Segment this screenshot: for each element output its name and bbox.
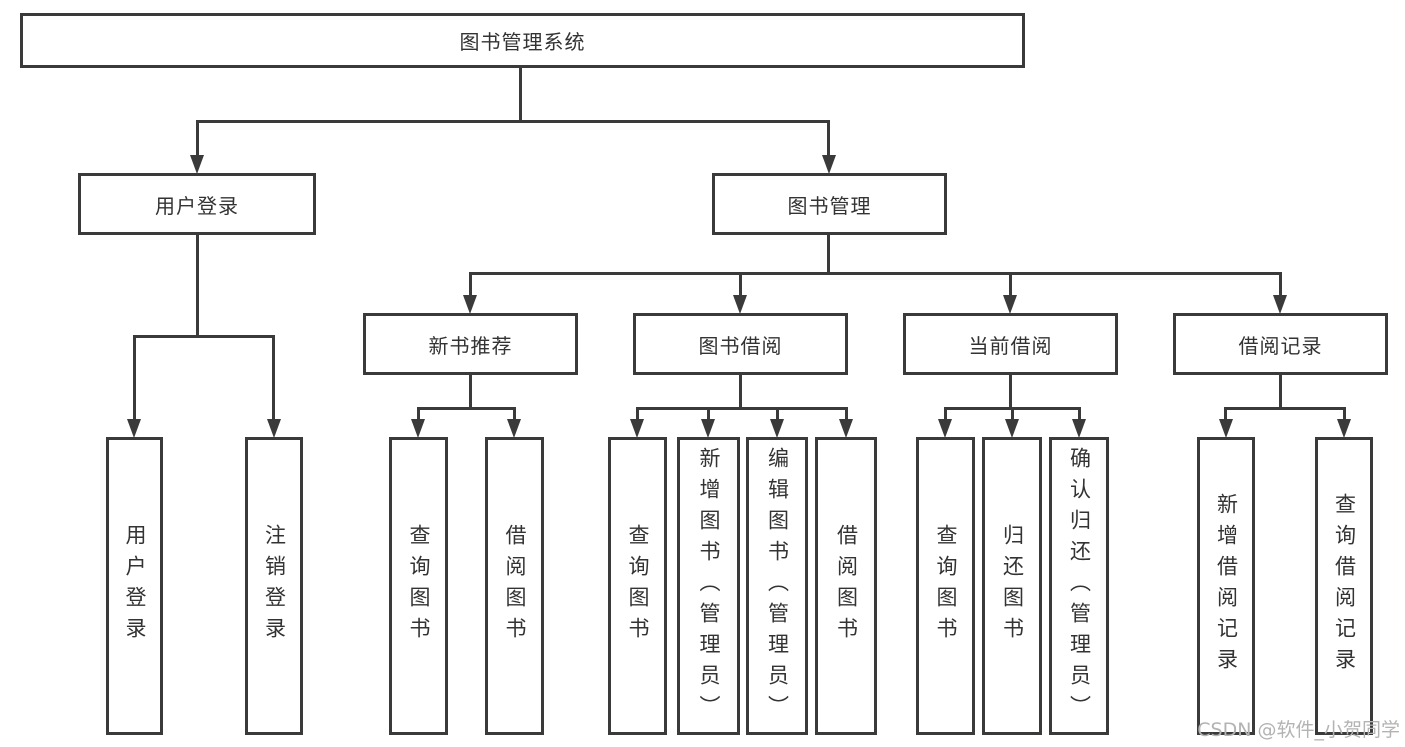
arrow-down-icon <box>1219 419 1233 438</box>
leaf-query-book-2: 查询图书 <box>608 437 667 735</box>
connector-line <box>196 235 199 338</box>
arrow-down-icon <box>1005 419 1019 438</box>
leaf-return-book: 归还图书 <box>982 437 1042 735</box>
connector-line <box>845 407 848 421</box>
arrow-down-icon <box>1072 419 1086 438</box>
leaf-user-login: 用户登录 <box>106 437 163 735</box>
arrow-down-icon <box>463 295 477 314</box>
arrow-down-icon <box>127 419 141 438</box>
arrow-down-icon <box>1337 419 1351 438</box>
arrow-down-icon <box>1003 295 1017 314</box>
connector-line <box>1078 407 1081 421</box>
connector-line <box>133 335 136 421</box>
csdn-watermark: CSDN @软件_小贺同学 <box>1197 719 1400 741</box>
connector-line <box>1343 407 1346 421</box>
connector-line <box>417 407 516 410</box>
leaf-query-borrow-record: 查询借阅记录 <box>1315 437 1373 735</box>
connector-line <box>196 120 830 123</box>
connector-line <box>1279 375 1282 410</box>
connector-line <box>519 68 522 123</box>
leaf-borrow-book-1: 借阅图书 <box>485 437 544 735</box>
connector-line <box>513 407 516 421</box>
connector-line <box>1279 272 1282 297</box>
connector-line <box>827 120 830 157</box>
arrow-down-icon <box>630 419 644 438</box>
connector-line <box>1011 407 1014 421</box>
node-borrow-records: 借阅记录 <box>1173 313 1388 375</box>
connector-line <box>1009 272 1012 297</box>
leaf-logout: 注销登录 <box>245 437 303 735</box>
arrow-down-icon <box>507 419 521 438</box>
node-root: 图书管理系统 <box>20 13 1025 68</box>
connector-line <box>827 235 830 275</box>
arrow-down-icon <box>770 419 784 438</box>
arrow-down-icon <box>822 155 836 174</box>
connector-line <box>739 272 742 297</box>
connector-line <box>196 120 199 157</box>
leaf-confirm-return-admin: 确认归还（管理员） <box>1049 437 1109 735</box>
node-book-borrow: 图书借阅 <box>633 313 848 375</box>
connector-line <box>133 335 275 338</box>
connector-line <box>636 407 848 410</box>
connector-line <box>707 407 710 421</box>
node-current-borrow: 当前借阅 <box>903 313 1118 375</box>
node-new-book-recommend: 新书推荐 <box>363 313 578 375</box>
connector-line <box>944 407 947 421</box>
connector-line <box>1009 375 1012 410</box>
arrow-down-icon <box>190 155 204 174</box>
arrow-down-icon <box>839 419 853 438</box>
arrow-down-icon <box>938 419 952 438</box>
arrow-down-icon <box>1273 295 1287 314</box>
arrow-down-icon <box>411 419 425 438</box>
connector-line <box>417 407 420 421</box>
leaf-add-book-admin: 新增图书（管理员） <box>677 437 740 735</box>
arrow-down-icon <box>733 295 747 314</box>
connector-line <box>1224 407 1227 421</box>
connector-line <box>469 272 472 297</box>
leaf-add-borrow-record: 新增借阅记录 <box>1197 437 1255 735</box>
arrow-down-icon <box>267 419 281 438</box>
connector-line <box>739 375 742 410</box>
leaf-borrow-book-2: 借阅图书 <box>815 437 877 735</box>
connector-line <box>469 272 1282 275</box>
connector-line <box>776 407 779 421</box>
leaf-query-book-3: 查询图书 <box>916 437 975 735</box>
node-user-login: 用户登录 <box>78 173 316 235</box>
connector-line <box>636 407 639 421</box>
arrow-down-icon <box>701 419 715 438</box>
connector-line <box>469 375 472 410</box>
connector-line <box>272 335 275 421</box>
leaf-edit-book-admin: 编辑图书（管理员） <box>746 437 808 735</box>
connector-line <box>1224 407 1346 410</box>
node-book-management: 图书管理 <box>712 173 947 235</box>
leaf-query-book-1: 查询图书 <box>389 437 448 735</box>
